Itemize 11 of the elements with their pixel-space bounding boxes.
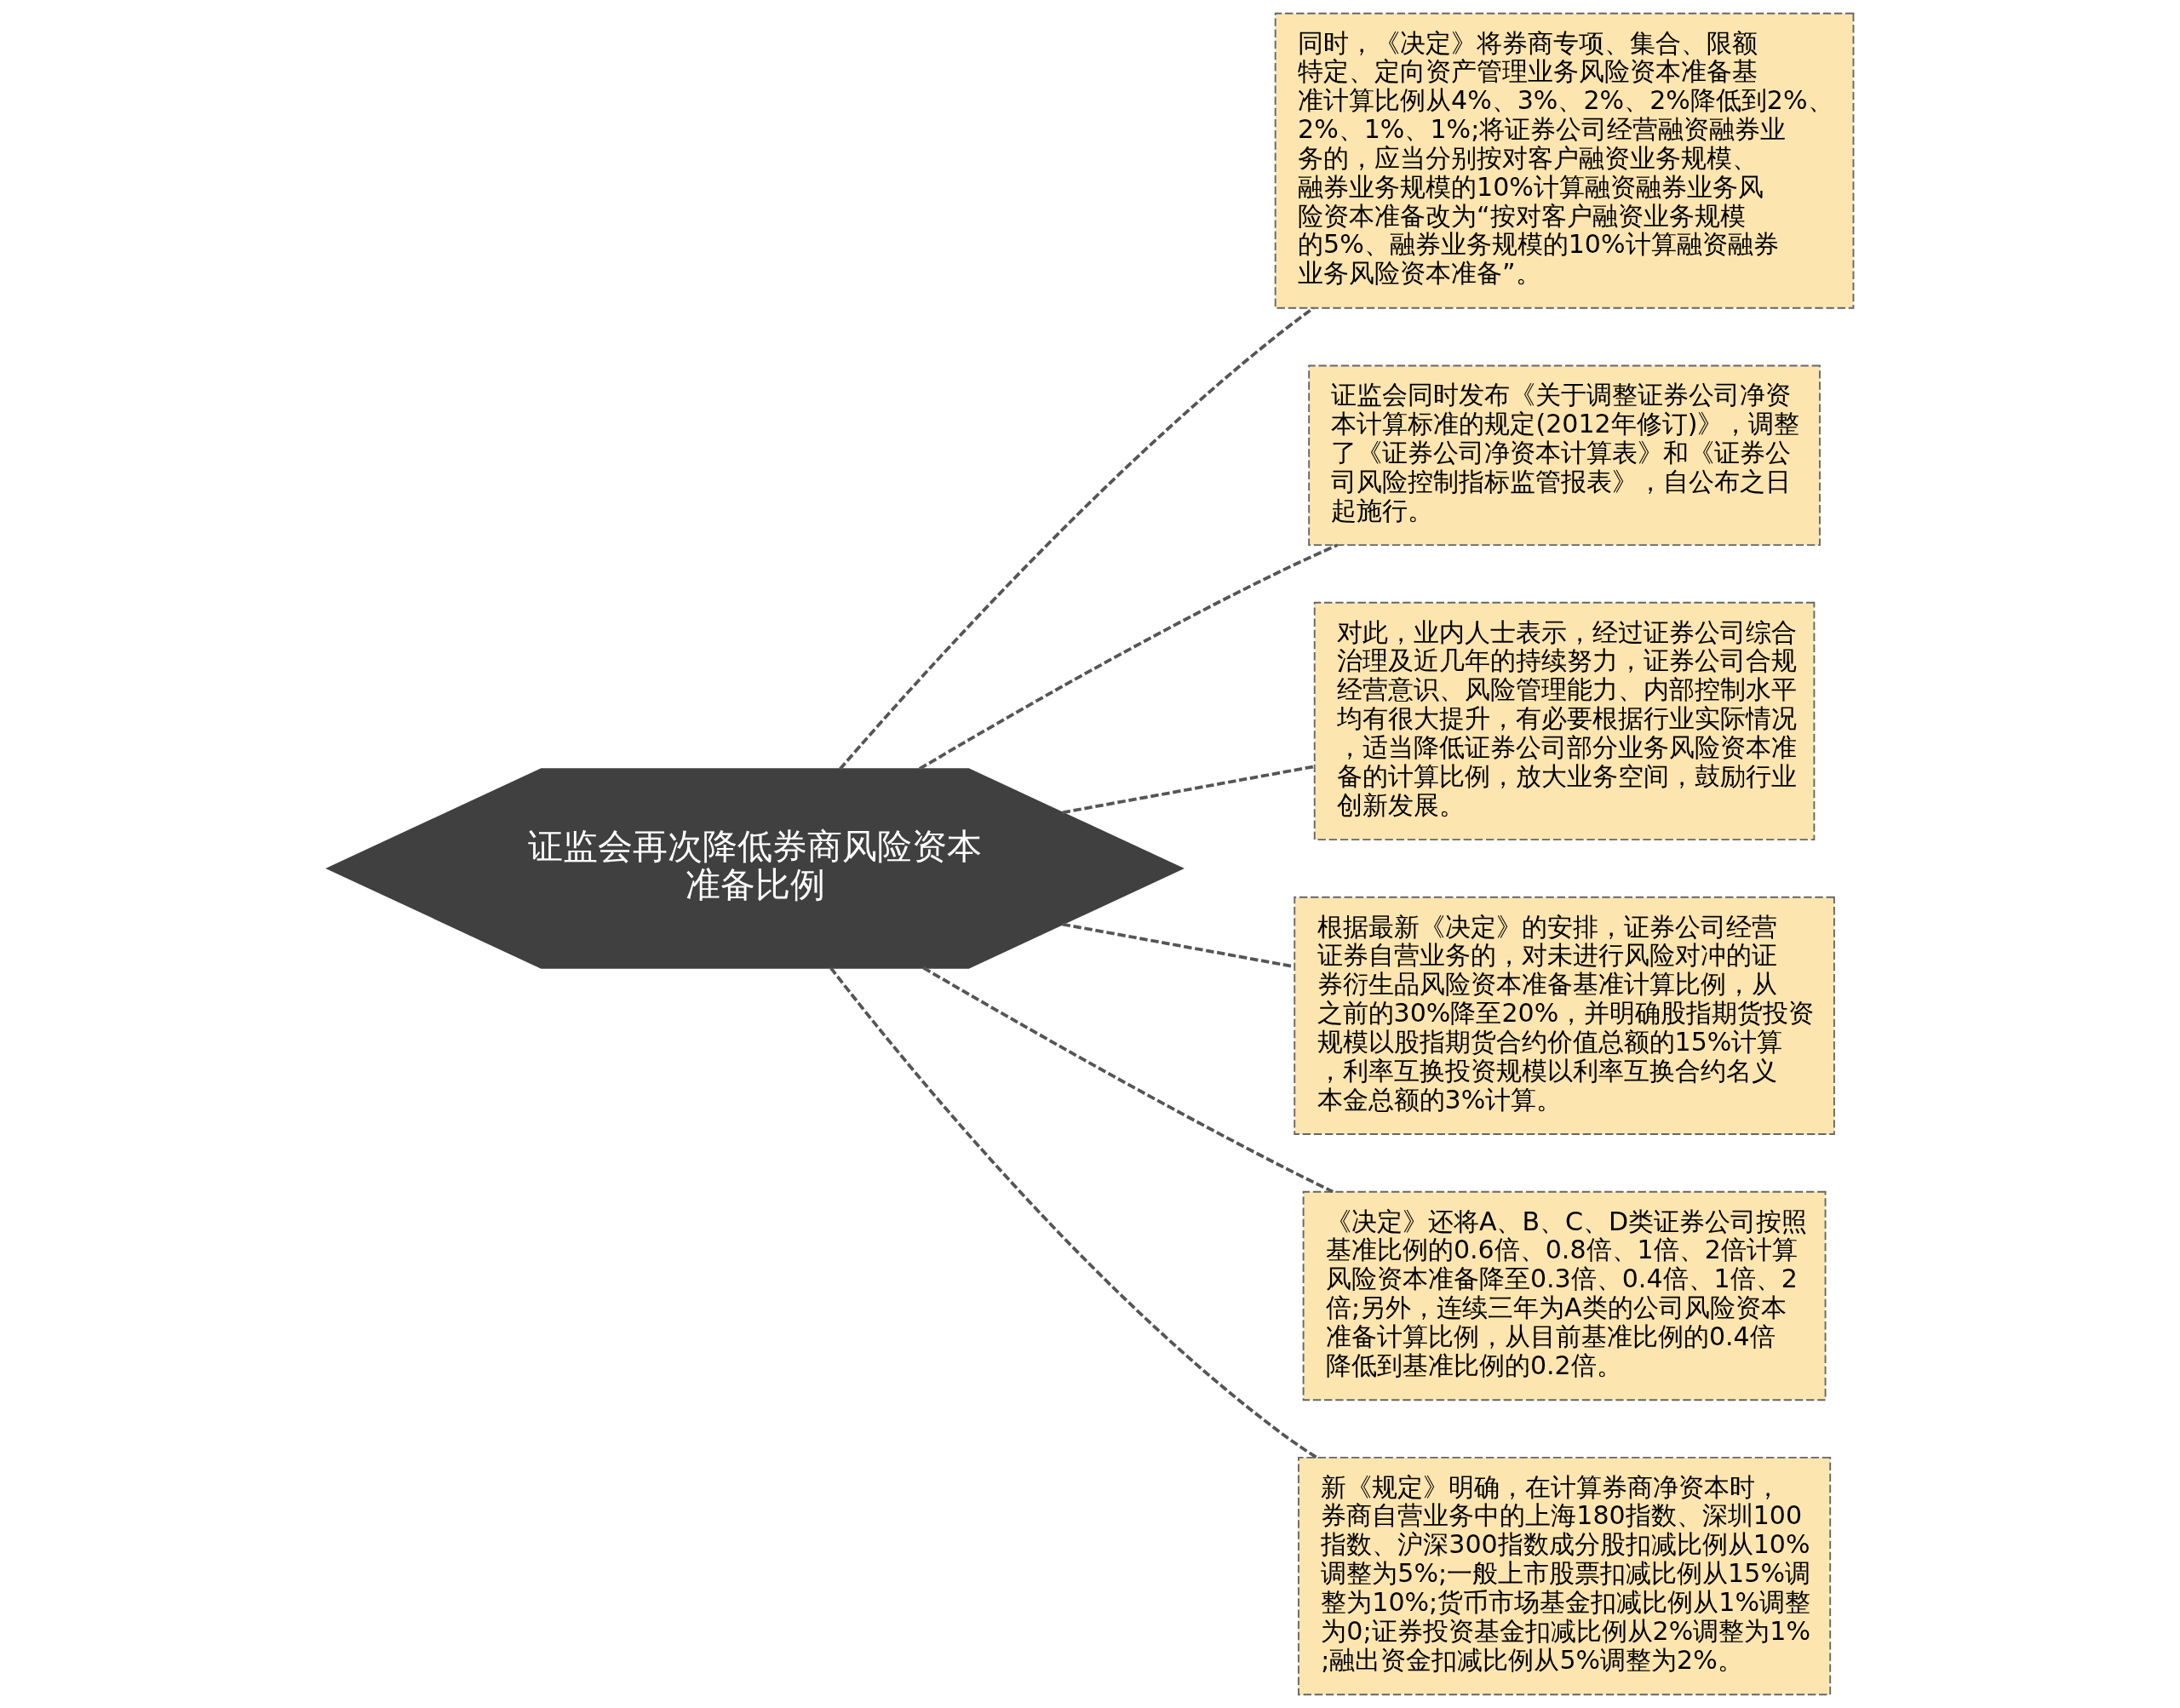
node-box: 新《规定》明确，在计算券商净资本时，券商自营业务中的上海180指数、深圳100指数、沪深300指数成分股扣减比例从10%调整为5%;一般上市股票扣减比例从15%调整为10%;货币市场基金扣减比例从1%调整为0;证券投资基金扣减比例从2%调整为1%;融出资金扣减比例从5%调整为2%。 bbox=[1297, 1456, 1831, 1696]
node-box: 证监会同时发布《关于调整证券公司净资本计算标准的规定(2012年修订)》，调整了《证券公司净资本计算表》和《证券公司风险控制指标监管报表》，自公布之日起施行。 bbox=[1307, 364, 1821, 547]
node-box: 根据最新《决定》的安排，证券公司经营证券自营业务的，对未进行风险对冲的证券衍生品风险资本准备基准计算比例，从之前的30%降至20%，并明确股指期货投资规模以股指期货合约价值总额的15%计算，利率互换投资规模以利率互换合约名义本金总额的3%计算。 bbox=[1293, 896, 1835, 1135]
node-box: 同时，《决定》将券商专项、集合、限额特定、定向资产管理业务风险资本准备基准计算比例从4%、3%、2%、2%降低到2%、2%、1%、1%;将证券公司经营融资融券业务的，应当分别按对客户融资业务规模、融券业务规模的10%计算融资融券业务风险资本准备改为“按对客户融资业务规模的5%、融券业务规模的10%计算融资融券业务风险资本准备”。 bbox=[1274, 12, 1854, 309]
connector bbox=[921, 966, 1334, 1194]
node-box: 对此，业内人士表示，经过证券公司综合治理及近几年的持续努力，证券公司合规经营意识、风险管理能力、内部控制水平均有很大提升，有必要根据行业实际情况，适当降低证券公司部分业务风险资本准备的计算比例，放大业务空间，鼓励行业创新发展。 bbox=[1313, 601, 1815, 841]
node-box: 《决定》还将A、B、C、D类证券公司按照基准比例的0.6倍、0.8倍、1倍、2倍计算风险资本准备降至0.3倍、0.4倍、1倍、2倍;另外，连续三年为A类的公司风险资本准备计算比例，从目前基准比例的0.4倍降低到基准比例的0.2倍。 bbox=[1302, 1190, 1826, 1401]
connector bbox=[838, 307, 1314, 771]
connector bbox=[918, 543, 1338, 771]
connector bbox=[1061, 765, 1314, 815]
connector bbox=[829, 966, 1317, 1459]
